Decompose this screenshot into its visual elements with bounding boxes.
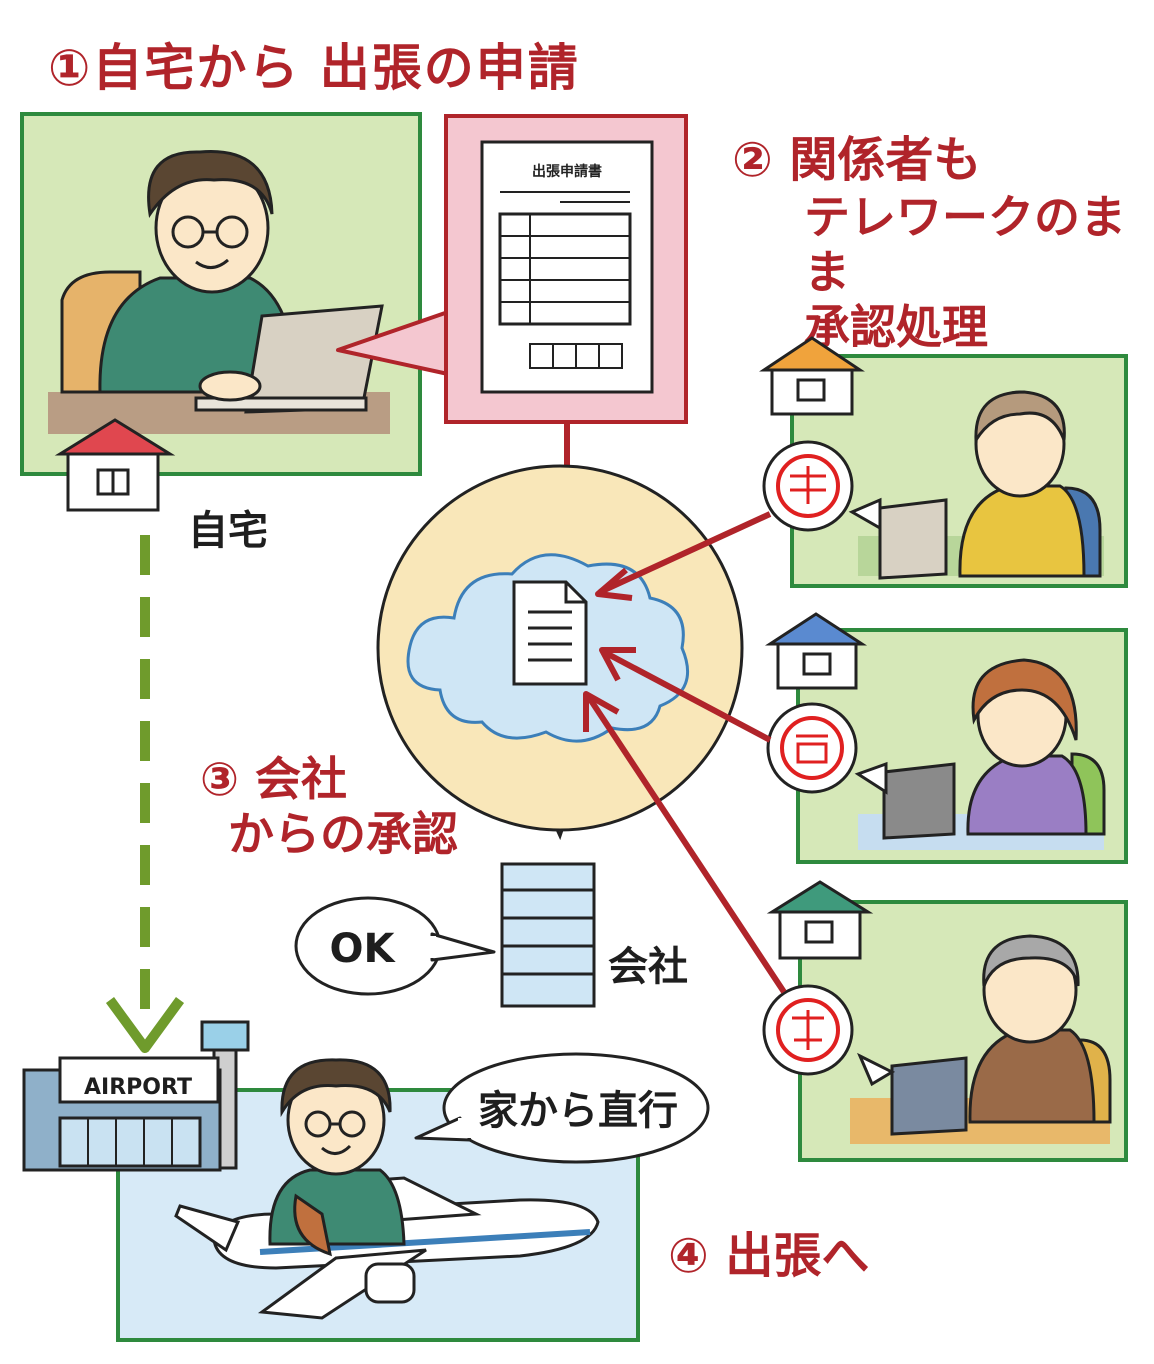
airport-sign: AIRPORT [84,1075,192,1100]
step3-heading: ③ 会社 からの承認 [200,752,458,862]
step2-line2: テレワークのまま [804,189,1126,299]
approval-arrow-1 [598,511,772,595]
step1-heading: ①自宅から 出張の申請 [48,39,580,97]
airplane [174,1176,600,1320]
company-building [500,862,596,1008]
airport-building [22,1020,250,1172]
approver-house-icon-1 [759,336,865,416]
step3-line2: からの承認 [228,807,458,862]
approval-stamp-3 [762,984,896,1087]
step2-line3: 承認処理 [804,299,988,354]
approval-stamp-1 [762,440,882,532]
approval-arrow-3 [585,694,787,994]
home-house-icon [54,418,176,512]
direct-speech-bubble [414,1052,710,1164]
ok-speech-bubble [294,896,496,996]
form-title: 出張申請書 [532,163,602,180]
direct-text: 家から直行 [478,1088,678,1134]
approval-arrowhead-3 [583,691,620,732]
step4-heading: ④ 出張へ [668,1228,870,1284]
approval-arrowhead-1 [595,567,633,601]
home-label: 自宅 [188,508,268,554]
step3-line1: ③ 会社 [200,752,347,806]
approval-arrowhead-2 [599,647,636,682]
company-label: 会社 [608,944,688,990]
step2-heading: ② 関係者も テレワークのまま 承認処理 [732,132,1154,355]
cloud-bubble [376,464,744,841]
traveler [268,1058,406,1257]
approval-stamp-2 [766,702,888,795]
application-form-panel [444,114,688,424]
approver-house-icon-3 [766,880,874,960]
approval-arrow-2 [602,649,772,743]
ok-text: OK [330,926,397,972]
document-icon [512,580,588,686]
home-to-airport-arrowhead [105,997,185,1053]
home-panel [20,112,422,476]
approver-house-icon-2 [764,612,868,690]
step2-line1: ② 関係者も [732,132,982,188]
